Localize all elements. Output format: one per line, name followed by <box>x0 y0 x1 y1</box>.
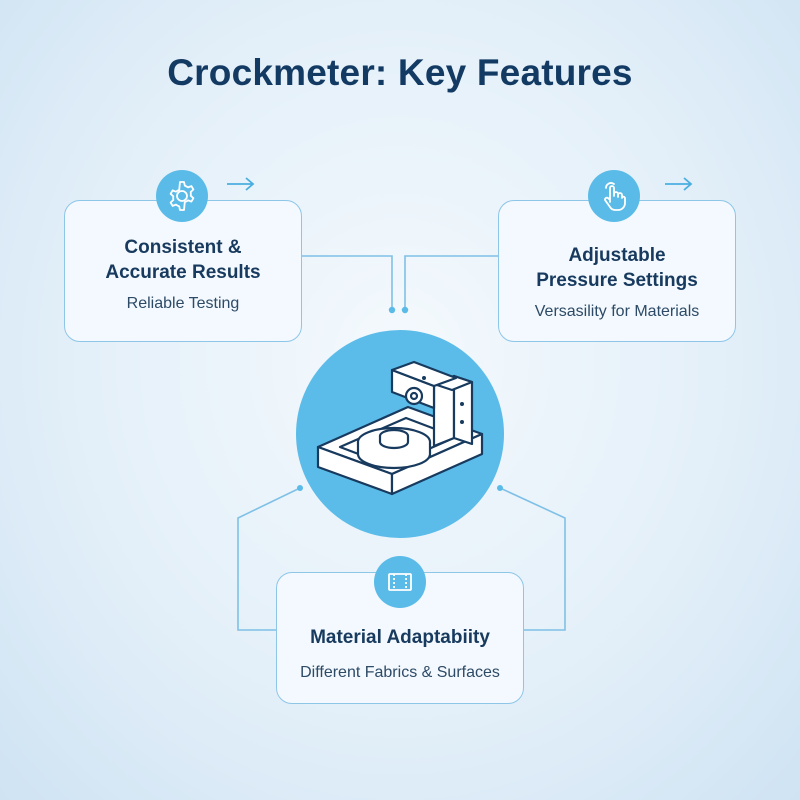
gear-icon <box>156 170 208 222</box>
feature-heading-line2: Accurate Results <box>105 262 261 283</box>
feature-heading: Material Adaptabiity <box>310 627 490 648</box>
feature-heading-line2: Pressure Settings <box>536 270 698 291</box>
fabric-swatch-icon <box>374 556 426 608</box>
page-title: Crockmeter: Key Features <box>167 52 633 93</box>
feature-subtitle: Different Fabrics & Surfaces <box>300 664 500 681</box>
crockmeter-machine-icon <box>316 360 484 496</box>
feature-heading-line1: Consistent & <box>124 237 242 258</box>
feature-subtitle: Reliable Testing <box>126 295 240 312</box>
feature-card-adjustable-pressure: Adjustable Pressure Settings Versasility… <box>498 200 736 342</box>
feature-subtitle: Versasility for Materials <box>534 303 700 320</box>
feature-heading-line1: Adjustable <box>568 245 666 266</box>
hand-pointer-icon <box>588 170 640 222</box>
arrow-right-icon <box>227 177 255 191</box>
arrow-right-icon <box>665 177 693 191</box>
